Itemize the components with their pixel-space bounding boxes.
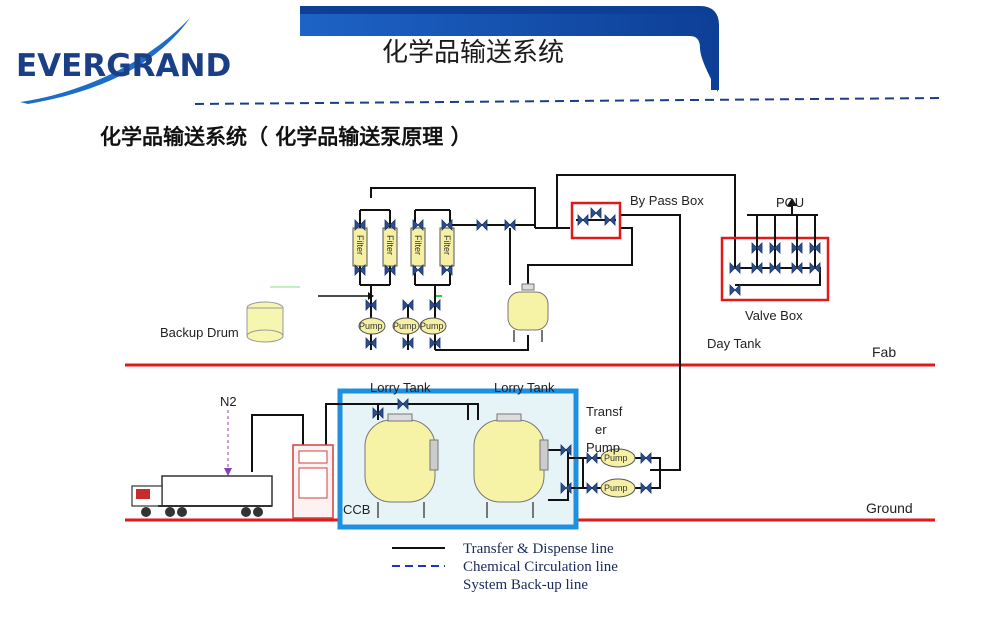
transfer-pump-2: Pump bbox=[600, 478, 636, 498]
valve-box bbox=[720, 198, 830, 302]
backup-drum bbox=[246, 301, 284, 343]
lorry-tank-label-2: Lorry Tank bbox=[494, 380, 555, 395]
lorry-tank-label-1: Lorry Tank bbox=[370, 380, 431, 395]
bypass-box-label: By Pass Box bbox=[630, 193, 704, 208]
logo: EVERGRAND bbox=[16, 18, 231, 104]
header-divider bbox=[194, 97, 941, 105]
day-tank-label: Day Tank bbox=[707, 336, 761, 351]
svg-text:Pump: Pump bbox=[604, 453, 628, 463]
day-tank bbox=[507, 283, 549, 342]
title-tab-border bbox=[300, 6, 719, 90]
legend-item-transfer: Transfer & Dispense line bbox=[463, 541, 614, 557]
valve-box-label: Valve Box bbox=[745, 308, 803, 323]
ground-label: Ground bbox=[866, 500, 913, 516]
lorry-tank-1 bbox=[364, 413, 439, 518]
svg-text:Filter: Filter bbox=[355, 235, 365, 255]
filter-4: Filter bbox=[439, 227, 455, 267]
filter-2: Filter bbox=[382, 227, 398, 267]
chemical-truck bbox=[131, 475, 273, 517]
svg-text:Pump: Pump bbox=[604, 483, 628, 493]
subtitle: 化学品输送系统（ 化学品输送泵原理 ） bbox=[100, 125, 472, 149]
transfer-pump-label-2: er bbox=[595, 422, 607, 437]
backup-drum-label: Backup Drum bbox=[160, 325, 239, 340]
transfer-pump-1: Pump bbox=[600, 448, 636, 468]
title-tab-shape bbox=[300, 10, 718, 92]
chemical-cabinet bbox=[292, 444, 334, 519]
svg-text:Pump: Pump bbox=[359, 321, 383, 331]
lorry-tank-2 bbox=[473, 413, 549, 518]
pump-3: Pump bbox=[419, 317, 447, 335]
legend: Transfer & Dispense line Chemical Circul… bbox=[392, 541, 618, 593]
fab-label: Fab bbox=[872, 344, 896, 360]
fab-pumps: Pump Pump Pump bbox=[358, 317, 447, 335]
page-title: 化学品输送系统 bbox=[382, 38, 564, 68]
bypass-box bbox=[570, 201, 622, 240]
filter-1: Filter bbox=[352, 227, 368, 267]
ccb-label: CCB bbox=[343, 502, 370, 517]
svg-text:Pump: Pump bbox=[393, 321, 417, 331]
logo-text: EVERGRAND bbox=[16, 48, 231, 84]
filter-bank: Filter Filter Filter Filter bbox=[352, 227, 455, 267]
legend-item-circulation: Chemical Circulation line bbox=[463, 559, 618, 575]
svg-text:Filter: Filter bbox=[385, 235, 395, 255]
pump-1: Pump bbox=[358, 317, 386, 335]
pou-label: POU bbox=[776, 195, 804, 210]
transfer-pump-label-1: Transf bbox=[586, 404, 623, 419]
transfer-pump-label-3: Pump bbox=[586, 440, 620, 455]
pump-2: Pump bbox=[392, 317, 420, 335]
svg-text:Filter: Filter bbox=[442, 235, 452, 255]
title-tab: 化学品输送系统 bbox=[300, 6, 719, 92]
filter-3: Filter bbox=[410, 227, 426, 267]
svg-text:Filter: Filter bbox=[413, 235, 423, 255]
n2-label: N2 bbox=[220, 394, 237, 409]
svg-text:Pump: Pump bbox=[420, 321, 444, 331]
legend-item-backup: System Back-up line bbox=[463, 577, 588, 593]
